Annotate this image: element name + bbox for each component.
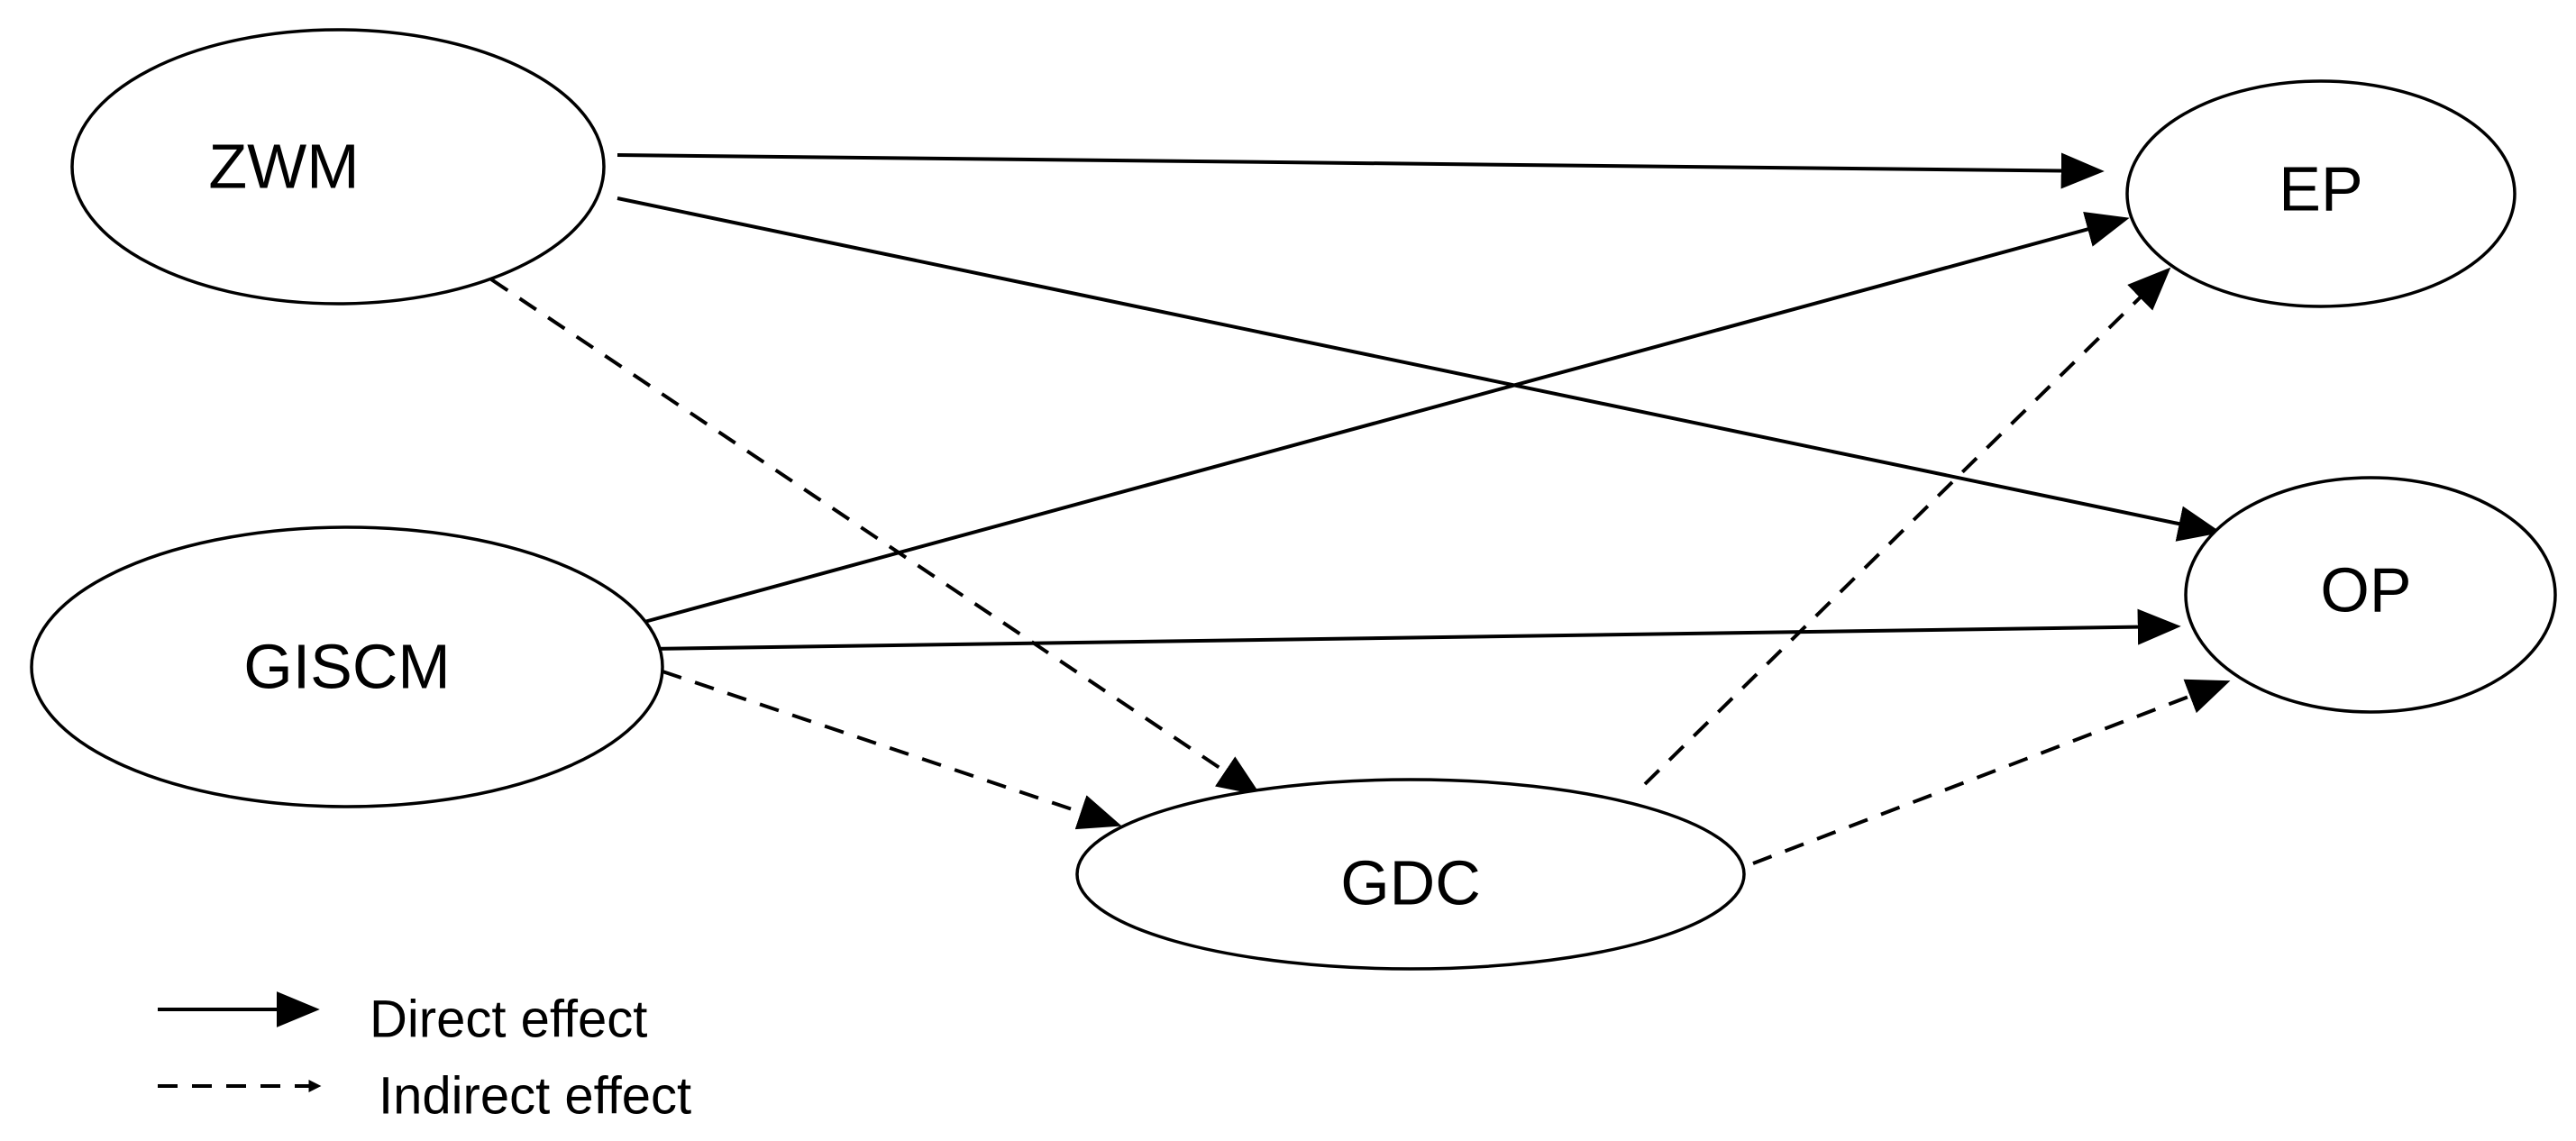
edge-zwm-to-gdc [489, 278, 1261, 796]
legend-direct-label: Direct effect [370, 990, 647, 1048]
node-giscm: GISCM [30, 525, 664, 808]
edge-zwm-to-ep [617, 152, 2105, 189]
edge-gdc-to-ep [1643, 267, 2171, 786]
edge-gdc-to-op [1752, 679, 2231, 865]
node-giscm-label: GISCM [243, 631, 450, 701]
node-zwm: ZWM [70, 28, 606, 306]
edge-giscm-to-op [648, 608, 2181, 651]
legend: Direct effect Indirect effect [158, 990, 691, 1125]
node-zwm-label: ZWM [208, 131, 359, 201]
node-gdc-label: GDC [1340, 847, 1481, 917]
node-gdc: GDC [1075, 778, 1746, 971]
node-ep-label: EP [2279, 153, 2362, 224]
edge-zwm-to-op [617, 196, 2222, 542]
node-ep: EP [2125, 79, 2517, 308]
edge-giscm-to-gdc [662, 670, 1122, 830]
node-op-label: OP [2320, 554, 2411, 625]
legend-indirect-label: Indirect effect [379, 1066, 691, 1125]
edge-giscm-to-ep [644, 212, 2130, 624]
node-op: OP [2184, 476, 2557, 714]
